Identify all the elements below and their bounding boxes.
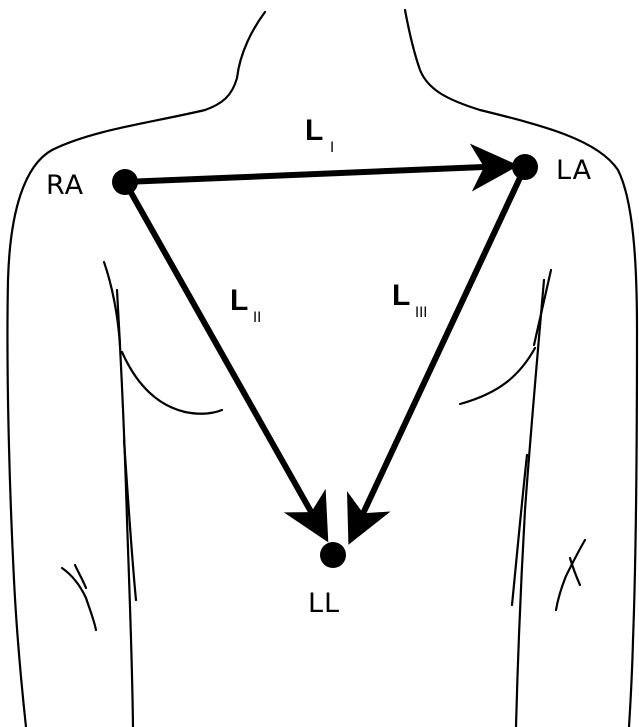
ll-label: LL [308,588,340,619]
lead-iii-label: L III [392,279,427,321]
lead-ii-label: L II [230,284,261,326]
left-elbow-crease [62,568,96,630]
la-label: LA [556,155,592,186]
lead-iii-vector [353,167,525,535]
ll-electrode-dot [320,542,346,568]
lead-i-vector [125,166,508,182]
la-electrode-dot [512,154,538,180]
lead-iii-base: L [392,279,410,312]
right-arm-outer-line [480,110,637,727]
left-inner-arm-line [117,290,133,727]
lead-ii-base: L [230,284,248,317]
right-inner-arm-line [516,280,544,727]
electrode-nodes [112,154,538,568]
right-elbow-crease [556,540,585,610]
left-elbow-crease-2 [75,565,86,588]
neck-left-line [205,12,265,110]
neck-right-line [405,10,480,110]
right-elbow-crease-2 [570,558,580,585]
ra-label: RA [46,170,84,201]
lead-iii-subscript: III [415,305,427,321]
lead-ii-subscript: II [253,310,261,326]
lead-i-base: L [305,114,323,147]
left-arm-outer-line [7,110,205,727]
lead-ii-vector [125,182,323,533]
lead-triangle [125,166,525,535]
right-pectoral-line [460,348,535,404]
lead-i-subscript: I [330,140,334,156]
ra-electrode-dot [112,169,138,195]
left-pectoral-line [122,352,222,414]
lead-i-label: L I [305,114,334,156]
